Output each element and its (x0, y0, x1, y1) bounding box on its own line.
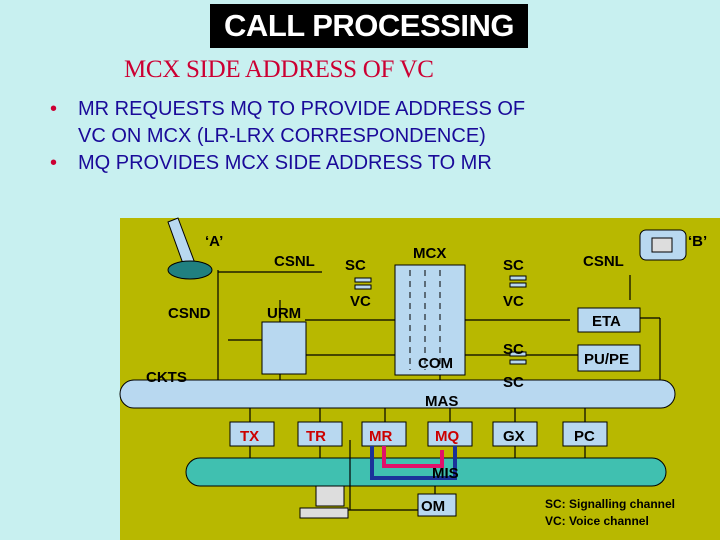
label-mq: MQ (435, 428, 459, 445)
bus-upper (119, 379, 676, 409)
label-pc: PC (574, 428, 595, 445)
label-com: COM (418, 355, 453, 372)
label-mas: MAS (425, 393, 458, 410)
eta-box (577, 307, 641, 333)
bullet-list: • MR REQUESTS MQ TO PROVIDE ADDRESS OF V… (50, 96, 690, 177)
urm-box (261, 321, 307, 375)
label-gx: GX (503, 428, 525, 445)
label-sc-left: SC (345, 257, 366, 274)
mr-mq-path-pink (382, 446, 444, 468)
sc-channel-icons (354, 275, 527, 365)
computer-icon (299, 485, 349, 519)
label-mr: MR (369, 428, 392, 445)
label-tr: TR (306, 428, 326, 445)
label-mcx: MCX (413, 245, 446, 262)
bullet-line: MR REQUESTS MQ TO PROVIDE ADDRESS OF (78, 98, 526, 120)
pupe-box (577, 344, 641, 372)
mcx-dashes (409, 270, 441, 370)
legend-vc: VC: Voice channel (545, 514, 649, 528)
label-pu-pe: PU/PE (584, 351, 629, 368)
bullet-dot-icon: • (50, 152, 58, 174)
bullet-dot-icon: • (50, 98, 58, 120)
bullet-line: MQ PROVIDES MCX SIDE ADDRESS TO MR (78, 152, 492, 174)
title-box: CALL PROCESSING (210, 4, 528, 48)
label-sc-right: SC (503, 257, 524, 274)
bullet-item: • MR REQUESTS MQ TO PROVIDE ADDRESS OF V… (50, 96, 690, 150)
label-csnl-left: CSNL (274, 253, 315, 270)
label-subscriber-b: ‘B’ (688, 233, 707, 250)
label-sc-low: SC (503, 374, 524, 391)
label-eta: ETA (592, 313, 621, 330)
label-csnl-right: CSNL (583, 253, 624, 270)
subtitle: MCX SIDE ADDRESS OF VC (124, 56, 434, 83)
unit-boxes (229, 421, 608, 517)
legend-sc: SC: Signalling channel (545, 497, 675, 511)
phone-b-icon (639, 229, 687, 261)
mr-mq-path-blue (370, 446, 457, 480)
bus-lower (185, 457, 667, 487)
label-sc-mid: SC (503, 341, 524, 358)
label-tx: TX (240, 428, 259, 445)
label-subscriber-a: ‘A’ (205, 233, 223, 250)
label-ckts: CKTS (146, 369, 187, 386)
label-csnd: CSND (168, 305, 211, 322)
label-om: OM (421, 498, 445, 515)
label-mis: MIS (432, 465, 459, 482)
page-title: CALL PROCESSING (224, 8, 514, 43)
bullet-item: • MQ PROVIDES MCX SIDE ADDRESS TO MR (50, 150, 690, 177)
label-vc-right: VC (503, 293, 524, 310)
label-vc-left: VC (350, 293, 371, 310)
label-urm: URM (267, 305, 301, 322)
mcx-box (394, 264, 466, 376)
bullet-line: VC ON MCX (LR-LRX CORRESPONDENCE) (78, 125, 486, 147)
phone-a-icon (167, 217, 213, 280)
